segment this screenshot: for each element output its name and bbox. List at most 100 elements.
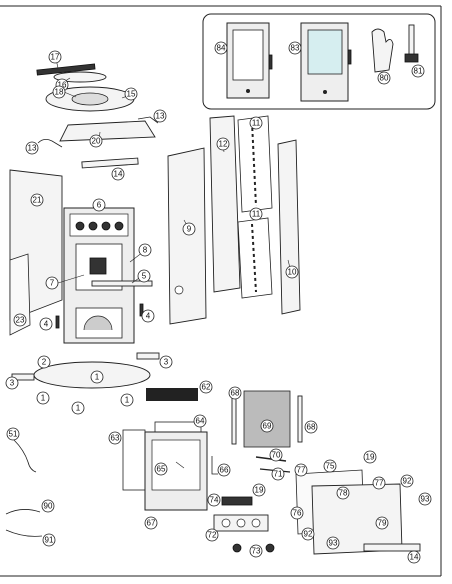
callout-circle <box>144 516 158 530</box>
callout-number: 4 <box>44 320 49 329</box>
part-4-right <box>139 303 144 317</box>
callout-number: 81 <box>414 67 423 76</box>
callout-68: 68 <box>228 386 242 400</box>
callout-number: 63 <box>111 434 120 443</box>
callout-3: 3 <box>159 355 173 369</box>
callout-circle <box>252 483 266 497</box>
callout-13: 13 <box>153 109 167 123</box>
callout-number: 76 <box>293 509 302 518</box>
callout-74: 74 <box>207 493 221 507</box>
callout-circle <box>418 492 432 506</box>
callout-number: 20 <box>92 137 101 146</box>
callout-number: 3 <box>10 379 15 388</box>
callout-circle <box>193 414 207 428</box>
callout-circle <box>199 380 213 394</box>
callout-number: 23 <box>16 316 25 325</box>
callout-17: 17 <box>48 50 62 64</box>
callout-number: 62 <box>202 383 211 392</box>
callout-circle <box>323 459 337 473</box>
callout-64: 64 <box>193 414 207 428</box>
rod-70 <box>255 456 287 462</box>
knob-73-left <box>232 543 242 553</box>
callout-5: 5 <box>137 269 151 283</box>
callout-circle <box>141 309 155 323</box>
callout-1: 1 <box>36 391 50 405</box>
callout-19: 19 <box>252 483 266 497</box>
callout-circle <box>52 85 66 99</box>
callout-number: 11 <box>252 210 261 219</box>
seal-63 <box>122 429 146 491</box>
callout-1: 1 <box>90 370 104 384</box>
wire-90 <box>5 509 41 515</box>
callout-number: 68 <box>307 423 316 432</box>
callout-circle <box>71 401 85 415</box>
callout-number: 51 <box>9 430 18 439</box>
callout-76: 76 <box>290 506 304 520</box>
heat-grid-11-bottom <box>237 217 273 299</box>
callout-circle <box>294 463 308 477</box>
callout-7: 7 <box>45 276 59 290</box>
part-4-left <box>55 315 60 329</box>
part-17 <box>36 63 96 76</box>
callout-23: 23 <box>13 313 27 327</box>
callout-81: 81 <box>411 64 425 78</box>
callout-number: 71 <box>274 470 283 479</box>
door-83 <box>300 22 352 102</box>
callout-20: 20 <box>89 134 103 148</box>
callout-number: 66 <box>220 466 229 475</box>
callout-3: 3 <box>5 376 19 390</box>
callout-circle <box>41 499 55 513</box>
callout-14: 14 <box>407 550 421 564</box>
switch-74 <box>221 496 253 506</box>
callout-circle <box>217 463 231 477</box>
callout-number: 90 <box>44 502 53 511</box>
rod-68-left <box>231 397 237 445</box>
callout-number: 15 <box>127 90 136 99</box>
callout-number: 80 <box>380 74 389 83</box>
callout-4: 4 <box>141 309 155 323</box>
callout-circle <box>269 448 283 462</box>
callout-69: 69 <box>260 419 274 433</box>
callout-77: 77 <box>372 476 386 490</box>
part-18 <box>71 92 109 106</box>
callout-number: 21 <box>33 196 42 205</box>
callout-circle <box>249 544 263 558</box>
callout-circle <box>154 462 168 476</box>
callout-number: 67 <box>147 519 156 528</box>
wire-91 <box>5 529 43 537</box>
heat-grid-11-top <box>237 115 273 213</box>
callout-number: 74 <box>210 496 219 505</box>
callout-number: 72 <box>208 531 217 540</box>
callout-circle <box>249 116 263 130</box>
callout-4: 4 <box>39 317 53 331</box>
part-14-bottom <box>363 543 421 552</box>
callout-8: 8 <box>138 243 152 257</box>
callout-84: 84 <box>214 41 228 55</box>
part-20-plate <box>59 120 156 142</box>
part-5-bar <box>91 280 153 287</box>
callout-number: 79 <box>378 519 387 528</box>
callout-number: 2 <box>42 358 47 367</box>
callout-number: 13 <box>156 112 165 121</box>
callout-circle <box>5 376 19 390</box>
callout-number: 4 <box>146 312 151 321</box>
callout-circle <box>89 134 103 148</box>
callout-circle <box>377 71 391 85</box>
callout-1: 1 <box>120 393 134 407</box>
callout-circle <box>36 391 50 405</box>
callout-circle <box>411 64 425 78</box>
callout-number: 10 <box>288 268 297 277</box>
callout-circle <box>137 269 151 283</box>
callout-circle <box>42 533 56 547</box>
callout-number: 77 <box>297 466 306 475</box>
callout-number: 69 <box>263 422 272 431</box>
callout-number: 5 <box>142 272 147 281</box>
callout-80: 80 <box>377 71 391 85</box>
callout-73: 73 <box>249 544 263 558</box>
callout-circle <box>39 317 53 331</box>
callout-number: 75 <box>326 462 335 471</box>
callout-circle <box>336 486 350 500</box>
callout-number: 83 <box>291 44 300 53</box>
part-14-top <box>81 157 139 169</box>
